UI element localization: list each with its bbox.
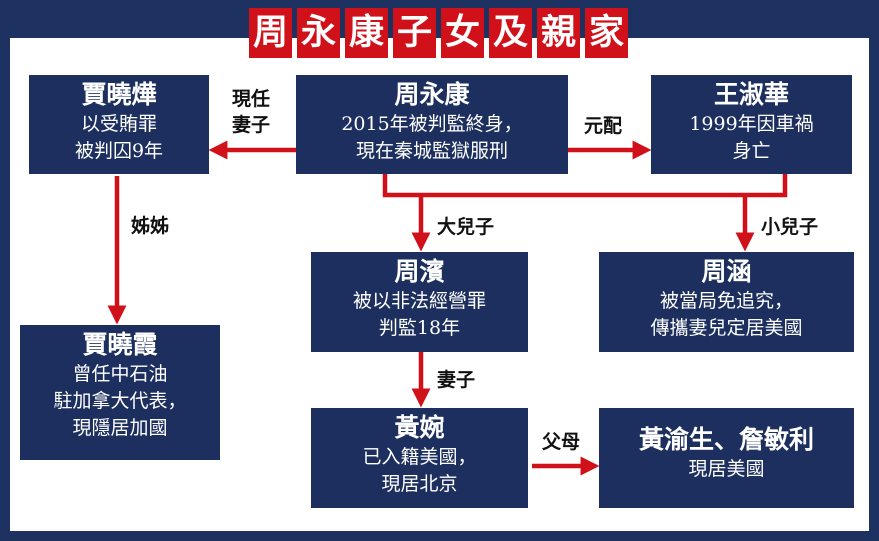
label-parents: 父母 (542, 431, 581, 453)
node-desc: 現居美國 (688, 458, 765, 480)
node-name: 黃渝生、詹敏利 (638, 425, 814, 454)
node-desc: 1999年因車禍 (689, 113, 814, 135)
title-char: 周 (249, 8, 292, 58)
node-jia-xiaoxia: 賈曉霞 曾任中石油 駐加拿大代表， 現隱居加國 (20, 325, 220, 460)
label-line: 妻子 (231, 114, 270, 136)
title-char: 親 (537, 8, 580, 58)
label-younger-son: 小兒子 (761, 216, 819, 238)
node-desc: 被判囚9年 (74, 140, 164, 162)
node-name: 賈曉霞 (82, 330, 158, 359)
node-desc: 已入籍美國， (362, 446, 477, 468)
node-desc: 被以非法經營罪 (352, 290, 486, 312)
label-first-wife: 元配 (584, 115, 623, 137)
node-desc: 曾任中石油 (72, 363, 168, 385)
connector-sons (382, 174, 788, 198)
title-char: 永 (297, 8, 340, 58)
node-name: 周濱 (394, 257, 445, 286)
label-elder-sister: 姊姊 (131, 215, 170, 237)
node-name: 賈曉燁 (81, 80, 157, 109)
node-desc: 2015年被判監終身， (341, 113, 523, 135)
node-desc: 以受賄罪 (80, 113, 157, 135)
node-desc: 身亡 (732, 140, 771, 162)
node-jia-xiaoye: 賈曉燁 以受賄罪 被判囚9年 (29, 75, 209, 174)
node-name: 王淑華 (713, 80, 789, 109)
title-char: 子 (393, 8, 436, 58)
node-zhou-bin: 周濱 被以非法經營罪 判監18年 (311, 252, 528, 352)
title-char: 家 (585, 8, 628, 58)
label-wife: 妻子 (437, 369, 476, 391)
node-desc: 判監18年 (378, 317, 461, 339)
node-desc: 傳攜妻兒定居美國 (650, 317, 803, 339)
node-name: 周永康 (394, 80, 470, 109)
node-zhou-han: 周涵 被當局免追究， 傳攜妻兒定居美國 (599, 252, 854, 352)
title-char: 及 (489, 8, 532, 58)
node-huang-wan: 黃婉 已入籍美國， 現居北京 (311, 408, 528, 508)
node-huang-parents: 黃渝生、詹敏利 現居美國 (599, 408, 854, 508)
node-wang-shuhua: 王淑華 1999年因車禍 身亡 (651, 75, 852, 174)
label-current-wife: 現任 妻子 (226, 86, 276, 138)
diagram-title: 周 永 康 子 女 及 親 家 (249, 8, 628, 58)
label-line: 現任 (231, 88, 270, 110)
node-desc: 駐加拿大代表， (53, 390, 187, 412)
node-name: 周涵 (701, 257, 752, 286)
label-elder-son: 大兒子 (437, 216, 495, 238)
title-char: 康 (345, 8, 388, 58)
node-zhou-yongkang: 周永康 2015年被判監終身， 現在秦城監獄服刑 (296, 75, 568, 174)
node-desc: 現居北京 (381, 473, 458, 495)
title-char: 女 (441, 8, 484, 58)
node-desc: 現隱居加國 (72, 417, 168, 439)
node-name: 黃婉 (394, 413, 445, 442)
node-desc: 被當局免追究， (659, 290, 793, 312)
node-desc: 現在秦城監獄服刑 (355, 140, 508, 162)
